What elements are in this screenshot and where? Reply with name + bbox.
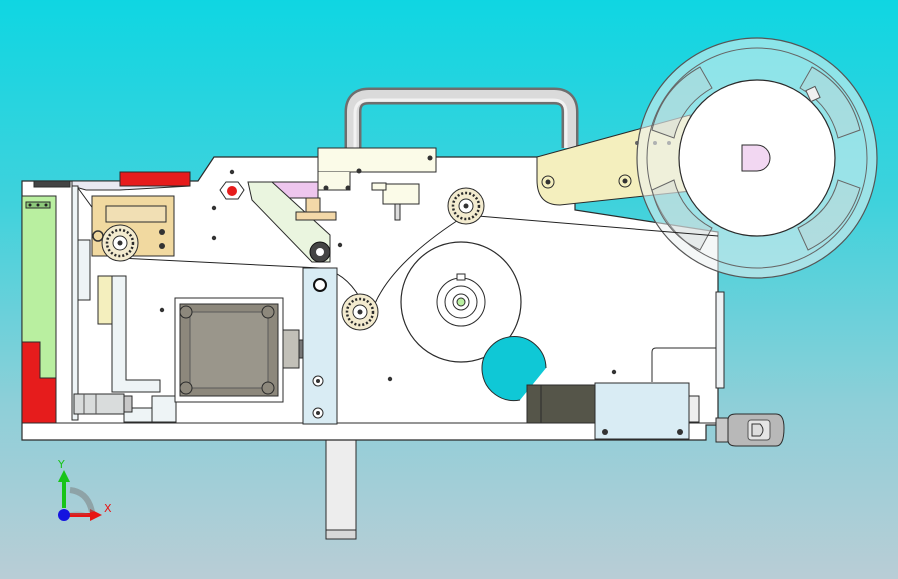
roller-middle xyxy=(341,293,379,331)
green-guide xyxy=(21,195,57,424)
carry-handle xyxy=(344,87,579,165)
adjust-screw xyxy=(73,393,133,415)
right-bracket xyxy=(651,347,717,382)
x-axis-label: X xyxy=(104,502,112,515)
axis-labels: Y X xyxy=(44,458,124,528)
roller-top xyxy=(447,187,485,225)
rewind-reel xyxy=(400,241,522,363)
stand-post xyxy=(325,437,357,540)
sensor-block xyxy=(526,382,700,440)
top-bracket xyxy=(317,147,437,221)
plate-fasteners xyxy=(159,169,617,382)
peel-plate xyxy=(33,171,191,191)
drive-motor xyxy=(174,297,308,403)
roller-left xyxy=(101,224,139,262)
adjust-knob[interactable] xyxy=(715,413,785,447)
dancer-arm xyxy=(247,181,337,263)
peel-struts xyxy=(71,185,177,423)
axis-triad xyxy=(58,470,102,521)
supply-reel xyxy=(636,37,878,279)
vertical-arm xyxy=(302,267,338,425)
y-axis-label: Y xyxy=(58,458,65,471)
right-edge-bracket xyxy=(715,291,725,389)
red-knob xyxy=(219,181,245,200)
